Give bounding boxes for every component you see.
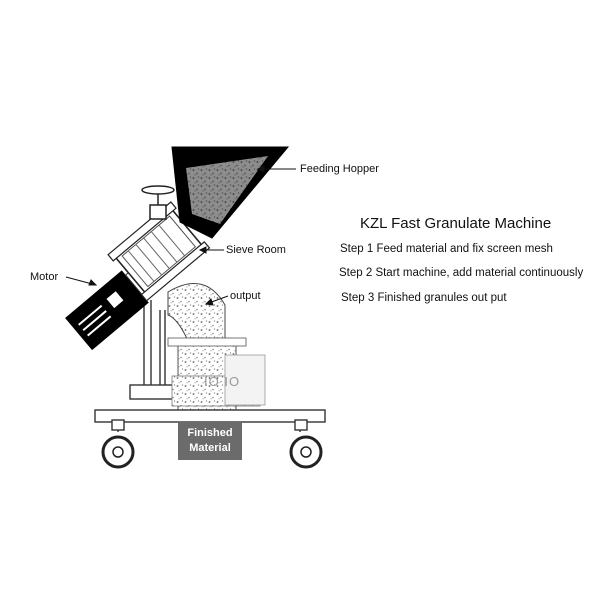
finished-material-line2: Material [189,442,231,454]
finished-material-box: Finished Material [178,422,242,460]
step-3-text: Step 3 Finished granules out put [341,292,507,304]
feeding-hopper-label: Feeding Hopper [300,163,379,175]
leader-lines [65,165,296,306]
feeding-hopper [171,146,290,239]
motor-label: Motor [30,271,59,283]
step-2-text: Step 2 Start machine, add material conti… [339,267,584,279]
step-1-text: Step 1 Feed material and fix screen mesh [340,243,553,255]
output-chute [167,283,226,346]
finished-material-line1: Finished [187,427,233,439]
sieve-room-label: Sieve Room [226,244,286,256]
machine-title: KZL Fast Granulate Machine [360,215,552,232]
io-marking: IO IO [204,374,241,389]
output-label: output [230,290,261,302]
valve-handle [141,185,175,220]
wheel-left [101,435,135,469]
wheel-right [289,435,323,469]
